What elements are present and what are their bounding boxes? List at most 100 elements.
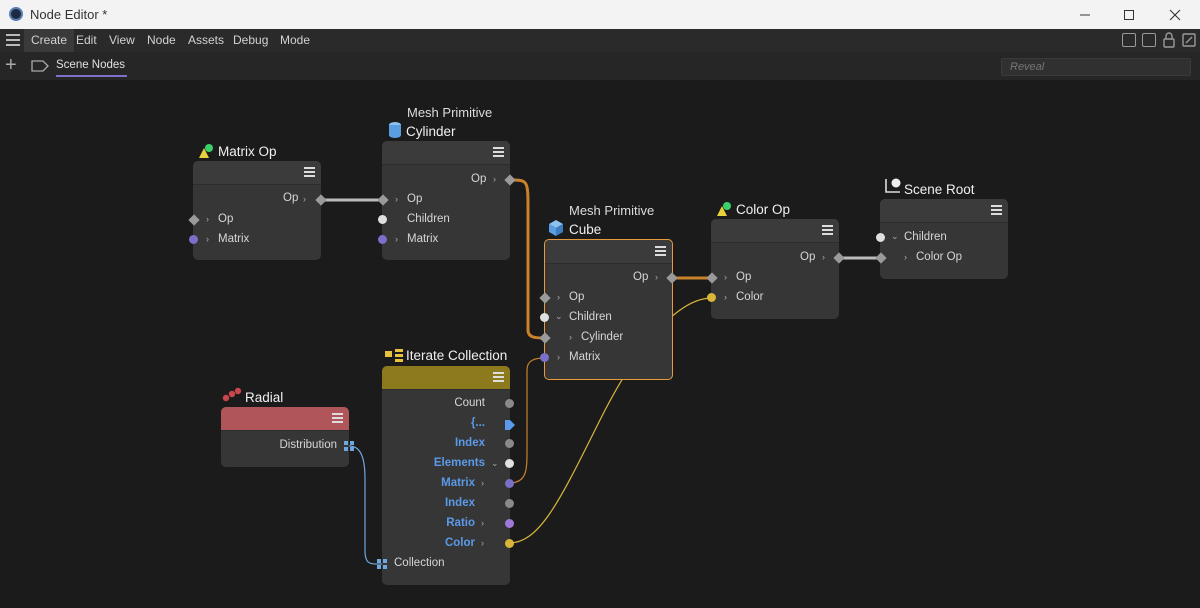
- wire-cylinder-to-cube: [509, 178, 546, 340]
- port-in-color[interactable]: [707, 293, 716, 302]
- node-menu-icon[interactable]: [332, 413, 343, 424]
- cylinder-in-children: Children: [407, 213, 450, 225]
- chevron-right-icon: ›: [724, 272, 727, 282]
- port-out-context[interactable]: [505, 419, 515, 433]
- port-in-collection[interactable]: [377, 559, 387, 569]
- node-menu-icon[interactable]: [493, 372, 504, 383]
- chevron-down-icon[interactable]: ⌄: [891, 231, 899, 241]
- iterate-port-color: Color: [444, 537, 475, 549]
- menu-mode[interactable]: Mode: [280, 33, 311, 47]
- node-canvas[interactable]: Matrix Op Op › › Op › Matrix Mesh Primit…: [0, 80, 1200, 608]
- node-menu-icon[interactable]: [822, 225, 833, 236]
- chevron-right-icon: ›: [481, 518, 484, 528]
- matrix-op-icon: [197, 142, 215, 163]
- scene-root-in-children: Children: [904, 231, 947, 243]
- cube-in-matrix: Matrix: [569, 351, 601, 363]
- node-menu-icon[interactable]: [655, 246, 666, 257]
- wire-radial-collection: [348, 445, 383, 565]
- color-op-in-op: Op: [736, 271, 752, 283]
- chevron-right-icon: ›: [724, 292, 727, 302]
- maximize-icon: [1124, 9, 1134, 20]
- node-scene-root[interactable]: [880, 199, 1008, 279]
- port-in-children[interactable]: [540, 313, 549, 322]
- menu-bar: Create Edit View Node Assets Debug Mode: [0, 29, 1200, 52]
- port-in-matrix[interactable]: [189, 235, 198, 244]
- matrix-op-in-matrix: Matrix: [218, 233, 250, 245]
- hamburger-menu-icon[interactable]: [6, 34, 20, 46]
- port-out-elements[interactable]: [505, 459, 514, 468]
- menu-view[interactable]: View: [109, 33, 135, 47]
- node-header[interactable]: [193, 161, 321, 185]
- chevron-right-icon: ›: [481, 538, 484, 548]
- tab-scene-nodes[interactable]: Scene Nodes: [56, 59, 126, 71]
- chevron-right-icon: ›: [493, 174, 496, 184]
- iterate-port-index-2: Index: [444, 497, 475, 509]
- node-matrix-op[interactable]: [193, 161, 321, 260]
- menu-edit[interactable]: Edit: [76, 33, 97, 47]
- node-cylinder[interactable]: [382, 141, 510, 260]
- chevron-right-icon: ›: [557, 352, 560, 362]
- wires-layer: [321, 178, 881, 565]
- radial-title: Radial: [245, 390, 284, 405]
- node-header[interactable]: [382, 366, 510, 390]
- expand-icon[interactable]: [1182, 32, 1196, 51]
- port-in-children[interactable]: [876, 233, 885, 242]
- node-radial[interactable]: [221, 407, 349, 467]
- maximize-button[interactable]: [1106, 0, 1152, 29]
- title-bar: Node Editor *: [0, 0, 1200, 29]
- menu-debug[interactable]: Debug: [233, 33, 269, 47]
- port-out-ratio[interactable]: [505, 519, 514, 528]
- toolbar: + Scene Nodes Reveal: [0, 52, 1200, 80]
- node-header[interactable]: [382, 141, 510, 165]
- app-logo-icon: [9, 7, 23, 21]
- port-out-index[interactable]: [505, 439, 514, 448]
- tag-icon[interactable]: [31, 60, 49, 72]
- port-out-distribution[interactable]: [344, 441, 354, 451]
- iterate-port-count: Count: [454, 397, 485, 409]
- node-menu-icon[interactable]: [304, 167, 315, 178]
- reveal-search-input[interactable]: Reveal: [1001, 58, 1191, 76]
- menu-node[interactable]: Node: [147, 33, 176, 47]
- lock-icon[interactable]: [1162, 32, 1176, 51]
- port-out-matrix[interactable]: [505, 479, 514, 488]
- node-header[interactable]: [711, 219, 839, 243]
- panel-left-icon[interactable]: [1122, 33, 1136, 47]
- chevron-right-icon: ›: [395, 234, 398, 244]
- panel-right-icon[interactable]: [1142, 33, 1156, 47]
- cylinder-out-op: Op: [471, 173, 487, 185]
- minimize-button[interactable]: [1062, 0, 1108, 29]
- node-header[interactable]: [545, 240, 672, 264]
- chevron-down-icon[interactable]: ⌄: [491, 458, 499, 468]
- close-icon: [1169, 9, 1181, 20]
- cube-icon: [548, 219, 564, 240]
- port-out-index-2[interactable]: [505, 499, 514, 508]
- iterate-collection-icon: [384, 348, 404, 365]
- node-cube[interactable]: [544, 239, 673, 380]
- cylinder-subtitle: Mesh Primitive: [407, 105, 493, 120]
- node-iterate-collection[interactable]: [382, 366, 510, 585]
- menu-assets[interactable]: Assets: [188, 33, 225, 47]
- menu-create[interactable]: Create: [24, 29, 75, 52]
- port-out-count[interactable]: [505, 399, 514, 408]
- cube-title: Cube: [569, 222, 602, 237]
- port-in-children[interactable]: [378, 215, 387, 224]
- port-out-color[interactable]: [505, 539, 514, 548]
- cylinder-icon: [388, 121, 402, 142]
- cylinder-title: Cylinder: [406, 124, 456, 139]
- scene-root-icon: [884, 177, 902, 198]
- iterate-port-matrix: Matrix: [441, 477, 475, 489]
- chevron-down-icon[interactable]: ⌄: [555, 311, 563, 321]
- close-button[interactable]: [1152, 0, 1198, 29]
- port-in-matrix[interactable]: [378, 235, 387, 244]
- color-op-icon: [715, 200, 733, 221]
- port-in-matrix[interactable]: [540, 353, 549, 362]
- node-header[interactable]: [221, 407, 349, 431]
- add-icon[interactable]: +: [5, 54, 17, 76]
- node-header[interactable]: [880, 199, 1008, 223]
- chevron-right-icon: ›: [206, 214, 209, 224]
- node-color-op[interactable]: [711, 219, 839, 319]
- minimize-icon: [1080, 14, 1090, 15]
- node-menu-icon[interactable]: [991, 205, 1002, 216]
- scene-root-child-color-op: Color Op: [916, 251, 963, 263]
- node-menu-icon[interactable]: [493, 147, 504, 158]
